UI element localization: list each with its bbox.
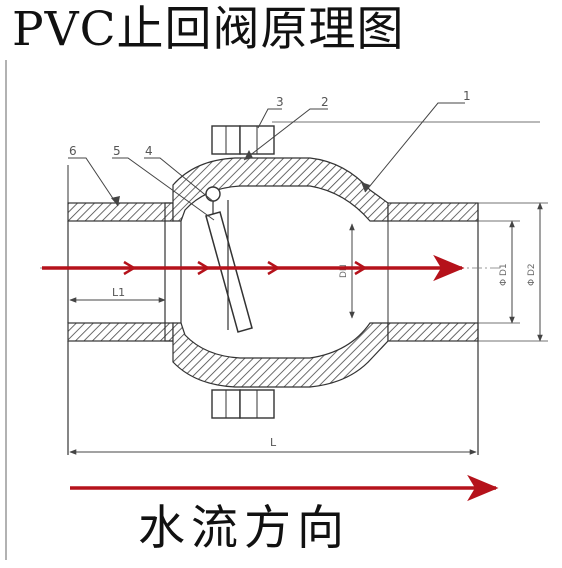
right-socket-top-wall (387, 202, 479, 222)
flap-disc (205, 211, 253, 333)
leader-lines (68, 102, 465, 221)
lower-body-wall (172, 322, 389, 388)
dim-label-dn: DN (339, 264, 349, 278)
part-number-2: 2 (321, 95, 329, 109)
left-socket-top-wall (67, 202, 174, 222)
part-number-1: 1 (463, 89, 471, 103)
valve-body (40, 125, 500, 455)
right-socket-bottom-wall (387, 322, 479, 342)
dimensions (69, 121, 548, 455)
diagram-title: PVC止回阀原理图 (12, 2, 405, 57)
dim-label-l: L (270, 436, 277, 449)
dim-label-d1: Φ D1 (499, 263, 509, 286)
left-socket-bottom-wall (67, 322, 174, 342)
part-number-6: 6 (69, 144, 77, 158)
part-number-4: 4 (145, 144, 153, 158)
leader-arrowheads (111, 150, 370, 206)
flow-arrow-in-pipe (42, 254, 465, 282)
part-number-5: 5 (113, 144, 121, 158)
flow-direction-caption: 水流方向 (138, 501, 350, 556)
upper-body-wall (172, 157, 389, 222)
dim-label-l1: L1 (112, 286, 125, 299)
dim-label-d2: Φ D2 (527, 263, 537, 286)
part-number-3: 3 (276, 95, 284, 109)
hinge-pin (205, 186, 221, 202)
